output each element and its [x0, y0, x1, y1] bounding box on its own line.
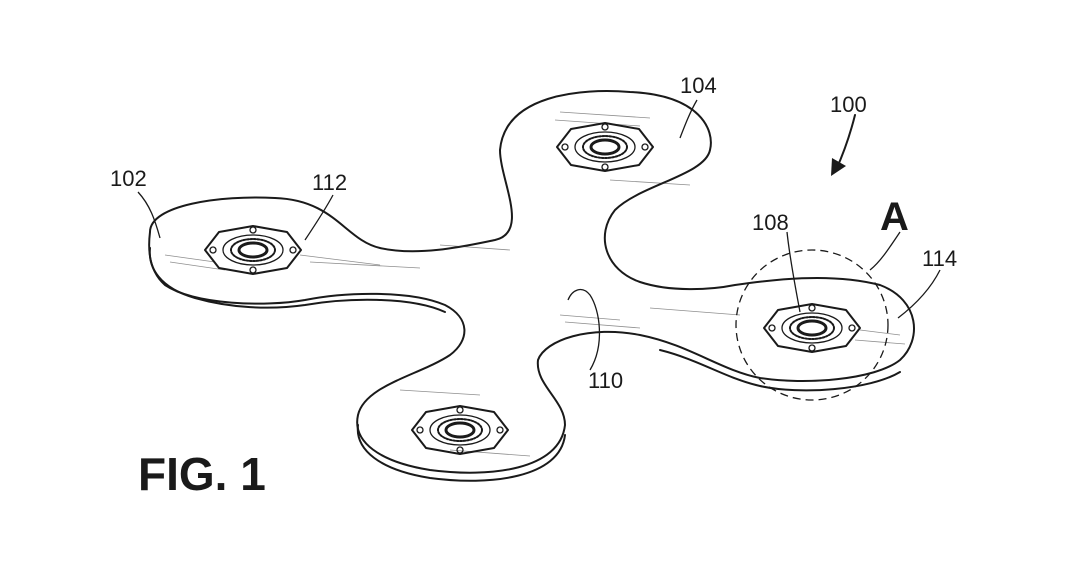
- arrow-head-100: [831, 158, 846, 176]
- spinner-body-edge: [148, 247, 901, 482]
- detail-letter-a: A: [880, 195, 909, 239]
- spinner-body-top-face: [148, 90, 915, 474]
- bearing-top: [556, 122, 654, 172]
- ref-112: 112: [312, 170, 347, 195]
- bearing-left: [204, 225, 302, 275]
- ref-102: 102: [110, 166, 147, 191]
- ref-100: 100: [830, 92, 867, 117]
- ref-110: 110: [588, 368, 623, 393]
- ref-104: 104: [680, 73, 717, 98]
- ref-114: 114: [922, 246, 957, 271]
- surface-shading: [164, 111, 906, 457]
- leader-lines: [137, 99, 941, 371]
- bearing-right: [763, 303, 861, 353]
- figure-caption: FIG. 1: [138, 448, 266, 500]
- detail-a-circle: [735, 249, 889, 401]
- bearing-bottom: [411, 405, 509, 455]
- ref-108: 108: [752, 210, 789, 235]
